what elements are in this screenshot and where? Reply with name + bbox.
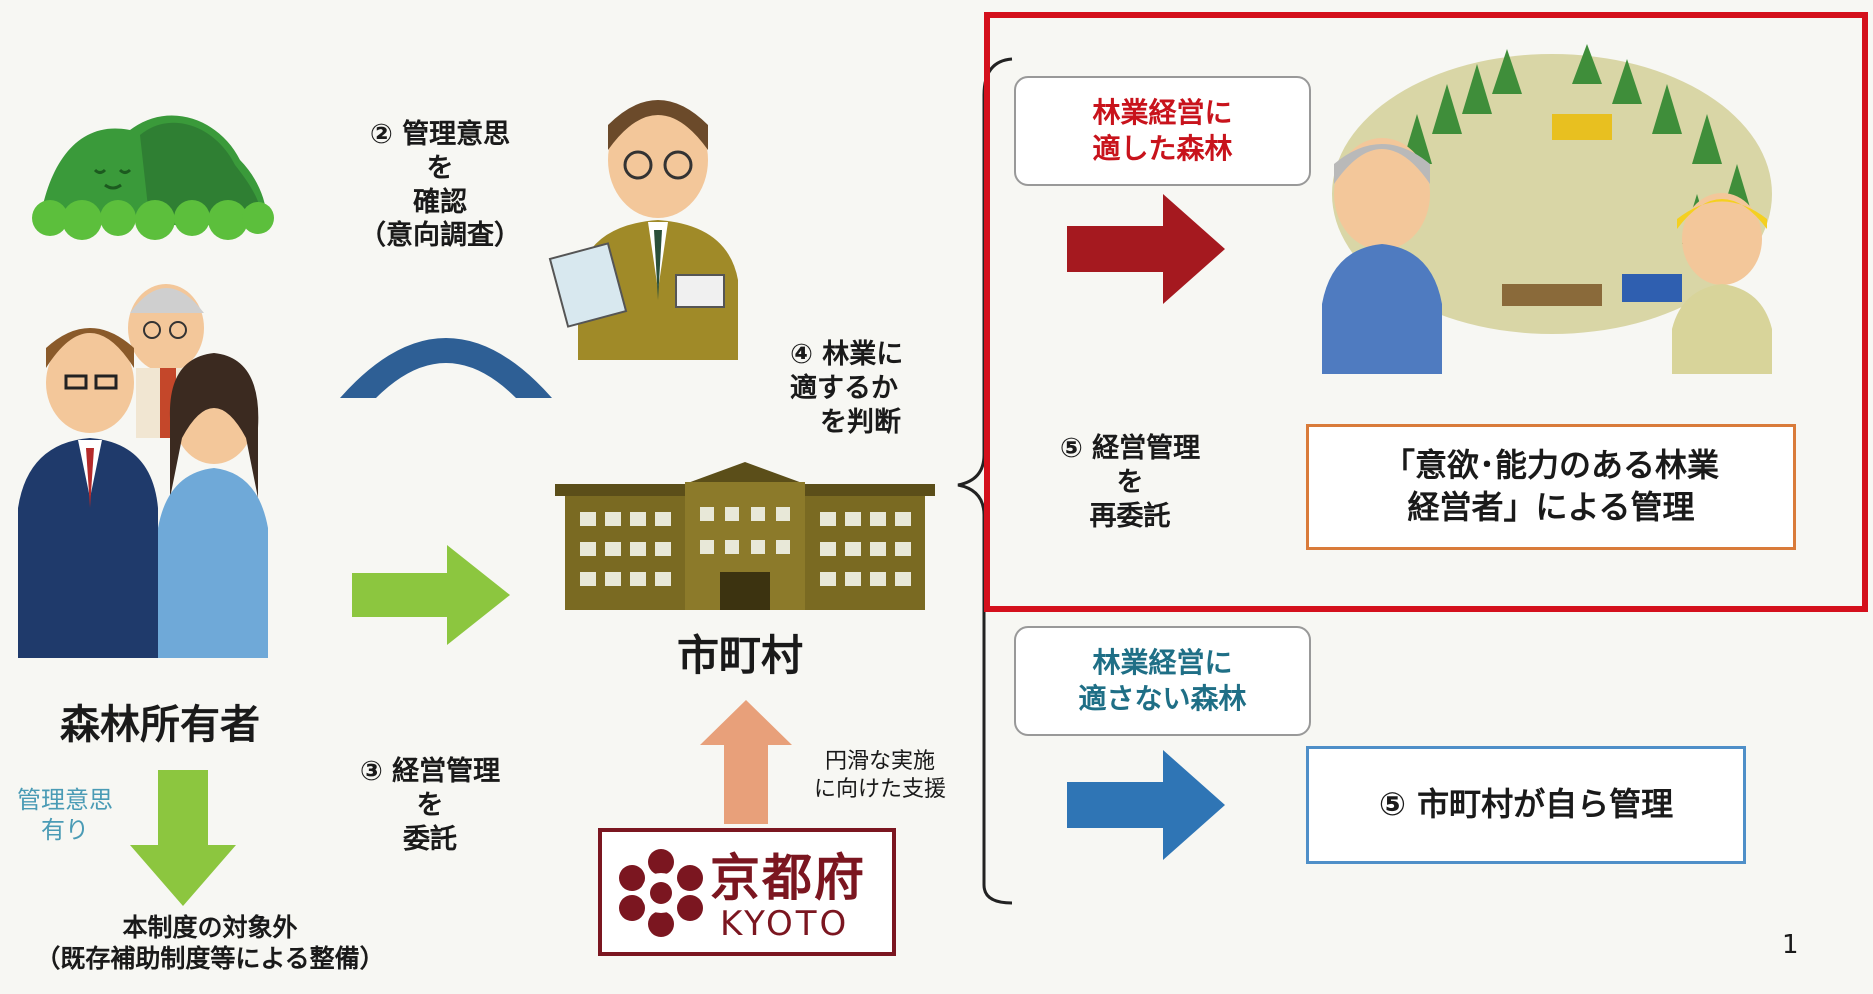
kyoto-crest-icon (619, 849, 703, 937)
suitable-line2: 適した森林 (1092, 132, 1233, 165)
kyoto-logo: 京都府 KYOTO (598, 828, 896, 956)
motivated-manager-line2: 経営者」による管理 (1407, 488, 1695, 526)
unsuitable-line1: 林業経営に (1092, 645, 1233, 679)
step3-line2: を (416, 789, 444, 821)
forestry-workers-illustration (1322, 44, 1772, 374)
out-of-scope-line2: （既存補助制度等による整備） (35, 944, 385, 974)
suitable-forest-box: 林業経営に 適した森林 (1014, 76, 1311, 186)
step3-line1: ③ 経営管理 (359, 756, 501, 787)
step2-label: ② 管理意思 を 確認 （意向調査） (330, 118, 550, 253)
green-down-arrow (130, 770, 236, 906)
suitable-line1: 林業経営に (1092, 95, 1233, 129)
out-of-scope-line1: 本制度の対象外 (122, 913, 298, 942)
self-manage-box: ⑤ 市町村が自ら管理 (1306, 746, 1746, 864)
step3-label: ③ 経営管理 を 委託 (330, 755, 530, 856)
out-of-scope-label: 本制度の対象外 （既存補助制度等による整備） (0, 912, 420, 975)
step2-line3: 確認 (413, 186, 467, 218)
has-intent-line2: 有り (41, 816, 89, 844)
unsuitable-line2: 適さない森林 (1078, 682, 1247, 715)
unsuitable-forest-box: 林業経営に 適さない森林 (1014, 626, 1311, 736)
step2-line4: （意向調査） (359, 220, 521, 252)
step5-reconsign-line3: 再委託 (1089, 500, 1171, 532)
owner-family-illustration (18, 284, 268, 658)
kyoto-roman: KYOTO (720, 904, 850, 944)
has-intent-label: 管理意思 有り (10, 785, 120, 845)
municipal-official-illustration (548, 100, 738, 360)
blue-right-arrow (1067, 750, 1225, 860)
salmon-up-arrow (700, 700, 792, 824)
motivated-manager-line1: 「意欲･能力のある林業 (1382, 446, 1719, 485)
green-right-arrow (352, 545, 510, 645)
forest-owner-label: 森林所有者 (60, 702, 260, 748)
municipality-label: 市町村 (676, 631, 803, 680)
step4-line3: を判断 (820, 406, 901, 438)
step5-reconsign-line1: ⑤ 経営管理 (1059, 433, 1201, 464)
step4-label: ④ 林業に 適するか を判断 (790, 338, 950, 439)
step4-line1: ④ 林業に (790, 339, 904, 370)
step2-line1: ② 管理意思 (369, 119, 511, 150)
dark-red-right-arrow (1067, 194, 1225, 304)
step2-line2: を (426, 152, 454, 184)
blue-arc-arrow (340, 338, 552, 398)
has-intent-line1: 管理意思 (17, 786, 113, 814)
step4-line2: 適するか (790, 372, 898, 404)
mountain-icon (32, 115, 274, 240)
suitable-forest-panel (984, 12, 1868, 612)
support-line1: 円滑な実施 (824, 749, 935, 774)
step3-line3: 委託 (403, 823, 457, 855)
step5-reconsign-line2: を (1116, 466, 1144, 498)
support-line2: に向けた支援 (813, 776, 946, 802)
town-hall-icon (555, 462, 935, 610)
kyoto-kanji: 京都府 (710, 849, 866, 907)
support-label: 円滑な実施 に向けた支援 (795, 748, 965, 803)
step5-reconsign-label: ⑤ 経営管理 を 再委託 (1030, 432, 1230, 533)
motivated-manager-box: 「意欲･能力のある林業 経営者」による管理 (1306, 424, 1796, 550)
page-number: 1 (1782, 930, 1799, 960)
